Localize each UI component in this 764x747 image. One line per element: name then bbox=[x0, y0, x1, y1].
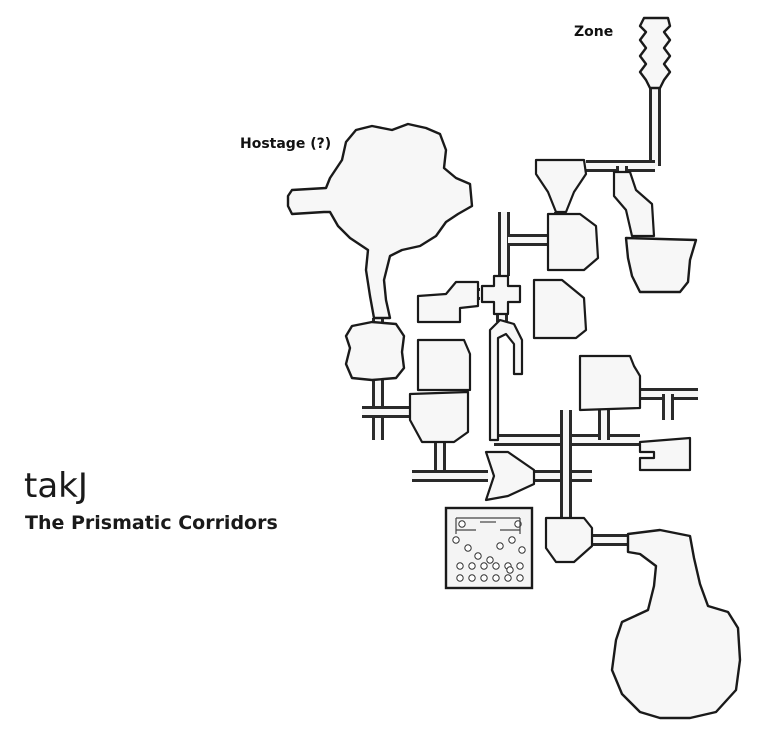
trap-marker bbox=[468, 562, 476, 570]
west-wing-room bbox=[416, 280, 480, 324]
south-cave bbox=[610, 528, 742, 720]
trap-marker bbox=[468, 574, 476, 582]
trap-marker bbox=[464, 544, 472, 552]
trap-marker bbox=[486, 556, 494, 564]
trap-marker bbox=[492, 574, 500, 582]
lower-junction-room bbox=[544, 516, 594, 564]
trap-marker bbox=[458, 520, 466, 528]
trap-room-details bbox=[452, 517, 526, 582]
cave-chamber bbox=[344, 320, 406, 382]
slanted-passage bbox=[612, 170, 656, 238]
central-upper-room bbox=[546, 212, 600, 272]
zone-label: Zone bbox=[574, 24, 614, 40]
hostage-cave bbox=[286, 122, 474, 320]
zone-exit-room bbox=[638, 16, 672, 90]
trap-marker bbox=[456, 562, 464, 570]
trap-marker bbox=[474, 552, 482, 560]
east-t-room bbox=[638, 436, 692, 472]
east-wing-room bbox=[532, 278, 588, 340]
rounded-chamber bbox=[408, 390, 470, 444]
trap-marker bbox=[496, 542, 504, 550]
map-subtitle: The Prismatic Corridors bbox=[25, 512, 278, 534]
north-east-chamber bbox=[578, 354, 642, 412]
trap-marker bbox=[480, 574, 488, 582]
arched-passage bbox=[488, 318, 524, 442]
funnel-room bbox=[534, 158, 588, 214]
middle-chamber bbox=[416, 338, 472, 392]
hostage-label: Hostage (?) bbox=[240, 136, 332, 152]
trap-marker bbox=[456, 574, 464, 582]
trap-marker bbox=[508, 536, 516, 544]
trap-marker bbox=[516, 562, 524, 570]
arrow-room bbox=[484, 450, 536, 502]
trap-marker bbox=[492, 562, 500, 570]
trap-marker bbox=[480, 562, 488, 570]
trap-marker bbox=[518, 546, 526, 554]
trap-marker bbox=[506, 566, 514, 574]
cross-junction bbox=[480, 274, 522, 316]
basin-room bbox=[624, 236, 698, 294]
map-title: takJ bbox=[24, 466, 88, 506]
trap-marker bbox=[452, 536, 460, 544]
trap-marker bbox=[504, 574, 512, 582]
trap-marker bbox=[516, 574, 524, 582]
corridors bbox=[362, 88, 698, 546]
